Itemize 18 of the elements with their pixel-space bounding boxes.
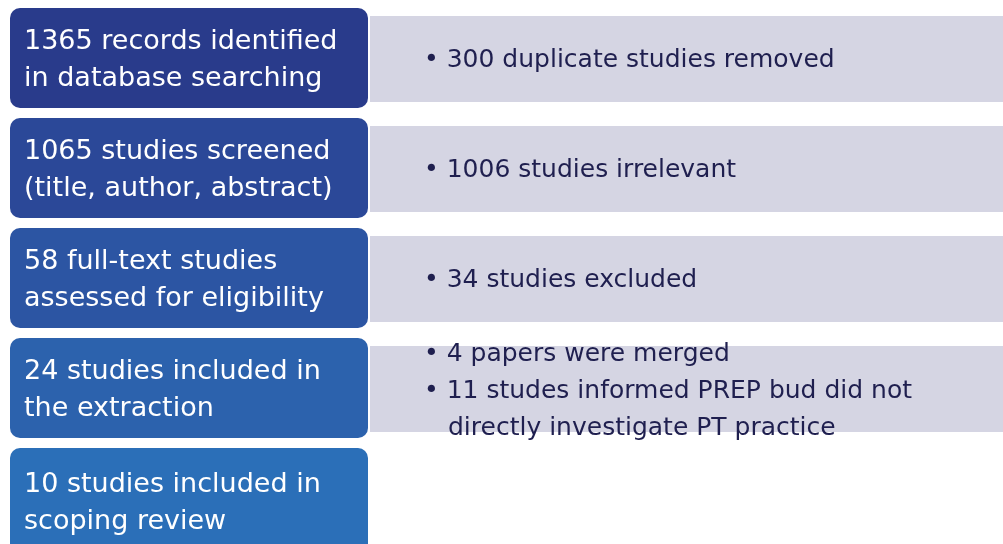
bullet-text: • 1006 studies irrelevant [424, 153, 738, 185]
step-box [10, 228, 368, 328]
bullet-text: • 34 studies excluded [424, 263, 699, 295]
step-text: 1365 records identified in database searching [24, 23, 339, 94]
step-box [10, 8, 368, 108]
step-text: 10 studies included in scoping review [24, 466, 322, 537]
bullet-text: • 11 studes informed PREP bud did not directly investigate PT practice [424, 374, 913, 443]
bullet-text: • 4 papers were merged [424, 337, 731, 369]
note-band [370, 16, 1003, 102]
step-text: 58 full-text studies assessed for eligibility [24, 243, 325, 314]
step-text: 24 studies included in the extraction [24, 353, 322, 424]
step-text: 1065 studies screened (title, author, abstract) [24, 133, 334, 204]
step-box [10, 448, 368, 544]
note-band [370, 236, 1003, 322]
step-box [10, 118, 368, 218]
step-box [10, 338, 368, 438]
note-band [370, 126, 1003, 212]
bullet-text: • 300 duplicate studies removed [424, 43, 836, 75]
